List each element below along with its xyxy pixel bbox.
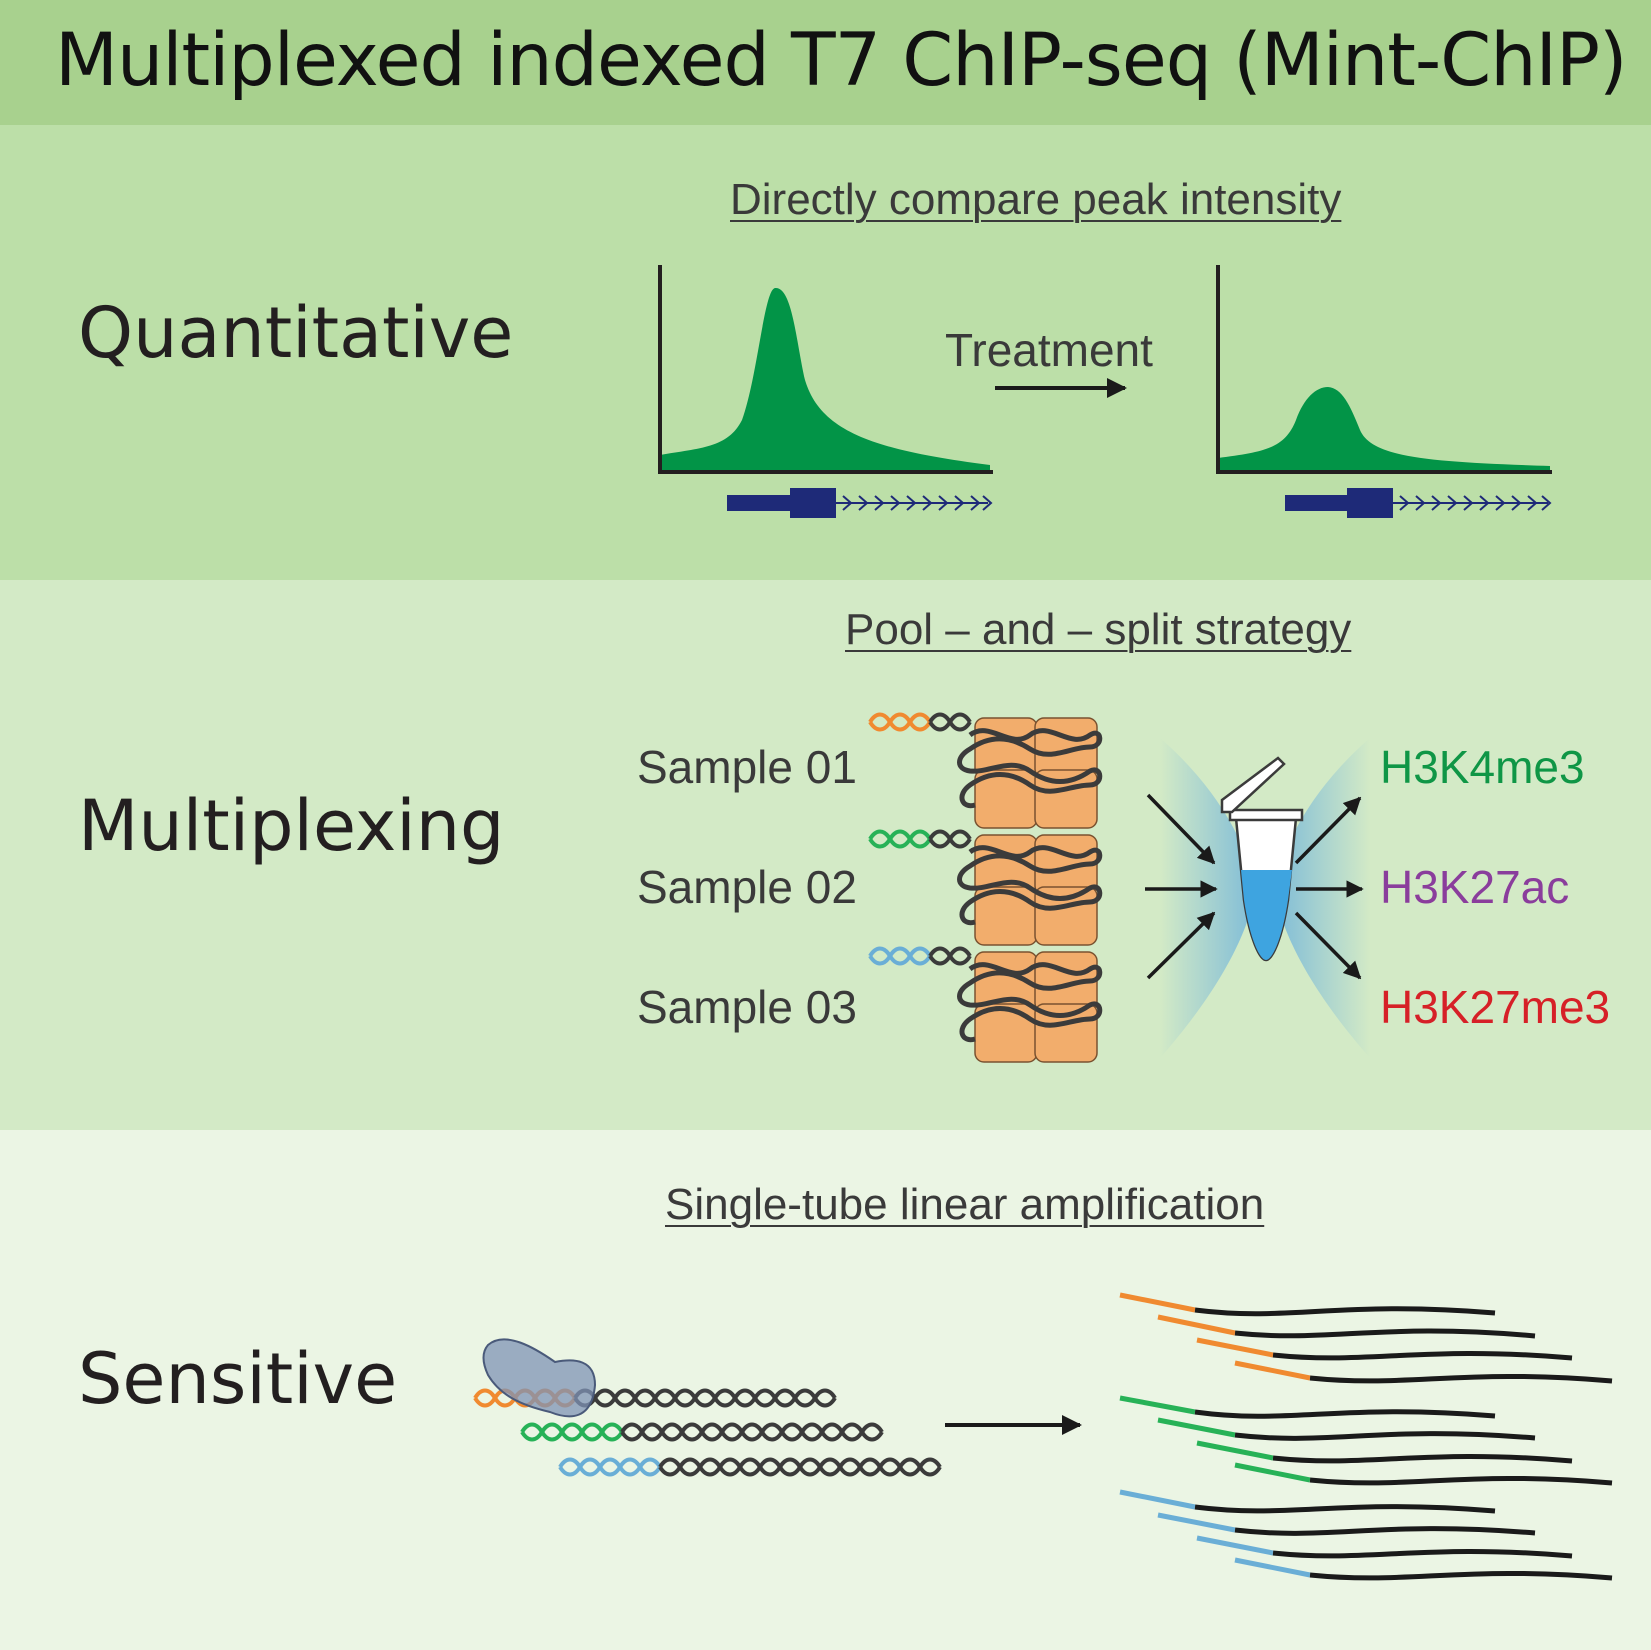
- tube-liquid: [1241, 870, 1292, 960]
- multiplexing-band: [0, 580, 1651, 1130]
- gene-utr-after: [1285, 495, 1350, 511]
- barcode-green-02: [868, 829, 932, 849]
- page-title: Multiplexed indexed T7 ChIP-seq (Mint-Ch…: [55, 18, 1628, 103]
- pool-arrow-03: [1146, 911, 1216, 980]
- t7-polymerase: [482, 1338, 597, 1418]
- plot-axes-after: [1216, 265, 1552, 474]
- split-arrow-h3k27me3: [1294, 911, 1362, 980]
- nucleosome-array-03: [868, 946, 1103, 1063]
- peak-before: [660, 287, 990, 470]
- gene-direction-chevrons-before: [842, 495, 993, 511]
- sample-label-01: Sample 01: [637, 741, 857, 793]
- section-label-quantitative: Quantitative: [78, 292, 514, 374]
- gene-utr-before: [727, 495, 792, 511]
- mark-label-h3k4me3: H3K4me3: [1380, 741, 1585, 793]
- reads-green: [1119, 1395, 1613, 1486]
- mark-label-h3k27me3: H3K27me3: [1380, 981, 1611, 1033]
- section-label-multiplexing: Multiplexing: [78, 785, 505, 867]
- barcode-orange-01: [868, 712, 932, 732]
- barcode-blue-03: [868, 946, 932, 966]
- pool-cone: [1160, 738, 1255, 1058]
- gene-exon-before: [790, 488, 836, 518]
- treatment-label: Treatment: [945, 324, 1153, 376]
- amplified-reads: [1119, 1292, 1613, 1581]
- peak-plot-before: [658, 265, 993, 518]
- plot-axes-before: [658, 265, 993, 474]
- reads-orange: [1119, 1292, 1613, 1384]
- gene-direction-chevrons-after: [1399, 495, 1552, 511]
- subhead-pool-and-split: Pool – and – split strategy: [845, 605, 1352, 654]
- pool-and-split-tube: [1145, 738, 1370, 1058]
- nucleosome-array-01: [868, 712, 1103, 829]
- template-strand-02: [520, 1422, 884, 1442]
- title-band: [0, 0, 1651, 125]
- gene-exon-after: [1347, 488, 1393, 518]
- sample-label-02: Sample 02: [637, 861, 857, 913]
- tube-cap: [1220, 756, 1286, 814]
- split-arrow-h3k4me3: [1294, 796, 1362, 865]
- mark-label-h3k27ac: H3K27ac: [1380, 861, 1570, 913]
- template-strand-03: [558, 1457, 942, 1477]
- subhead-peak-intensity: Directly compare peak intensity: [730, 175, 1342, 224]
- reads-blue: [1119, 1489, 1613, 1581]
- pool-arrow-01: [1146, 793, 1216, 865]
- section-label-sensitive: Sensitive: [78, 1338, 398, 1420]
- sample-label-03: Sample 03: [637, 981, 857, 1033]
- t7-templates: [473, 1338, 942, 1477]
- subhead-linear-amplification: Single-tube linear amplification: [665, 1180, 1265, 1229]
- peak-after: [1218, 387, 1550, 470]
- nucleosome-array-02: [868, 829, 1103, 946]
- peak-plot-after: [1216, 265, 1552, 518]
